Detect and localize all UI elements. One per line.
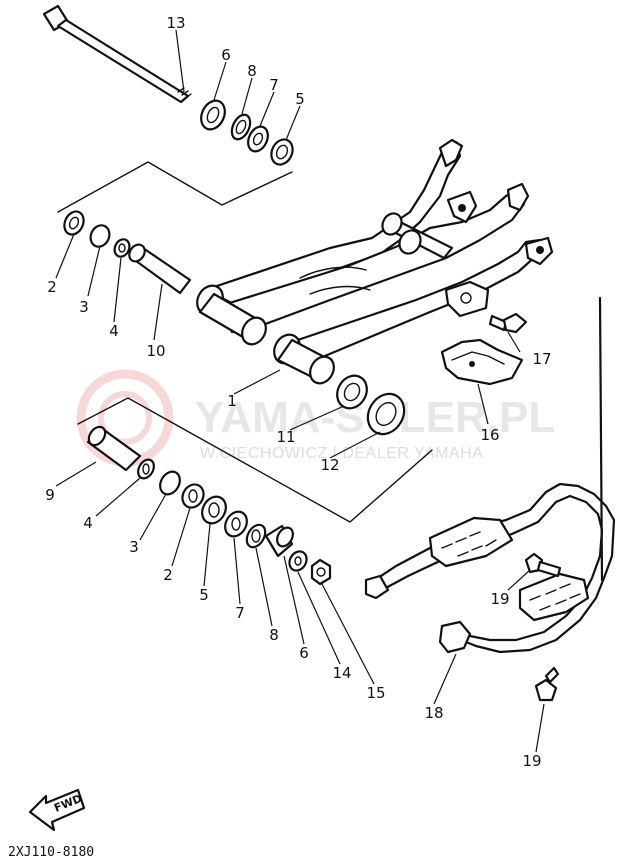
watermark-logo-inner [98,391,152,445]
callout-14: 14 [332,664,351,682]
callout-6-lower: 6 [299,644,309,662]
callout-5-upper: 5 [295,90,305,108]
callout-3-upper: 3 [79,298,89,316]
washer-7-lower [224,510,248,538]
diagram-code: 2XJ110-8180 [8,845,94,860]
upper-bushing-group [200,99,294,166]
callout-17: 17 [532,350,551,368]
bolt-19-lower [534,666,560,702]
bushing-3-lower [159,470,181,496]
footrest-guard [364,296,616,654]
callout-18: 18 [424,704,443,722]
bushing-6-upper [200,99,226,131]
callout-1: 1 [227,392,237,410]
callout-4-upper: 4 [109,322,119,340]
callout-8-upper: 8 [247,62,257,80]
watermark-tagline: W.CIECHOWICZ | DEALER YAMAHA [200,445,483,462]
swingarm [196,138,554,385]
washer-14 [288,550,308,572]
chain-guide-body [440,338,524,386]
assembly-guide-upper [57,161,293,213]
callout-2-lower: 2 [163,566,173,584]
guard-front-mount [364,574,390,600]
bolt-17 [488,312,528,334]
callout-16: 16 [480,426,499,444]
callout-7-lower: 7 [235,604,245,622]
left-bushing-group [63,210,192,295]
callout-15: 15 [366,684,385,702]
fwd-arrow: FWD [28,788,86,832]
step-plate-left [428,516,514,568]
callout-6-upper: 6 [221,46,231,64]
guard-rear-mount [438,620,472,654]
assembly-guide-lower [77,397,433,523]
guard-outer-tube [370,482,616,654]
callout-10: 10 [146,342,165,360]
callout-8-lower: 8 [269,626,279,644]
leader-lines [55,29,545,753]
callout-12: 12 [320,456,339,474]
ring-8-lower [245,523,267,549]
callout-19-upper: 19 [490,590,509,608]
callout-11: 11 [276,428,295,446]
bearing-2-upper [63,210,85,236]
washer-7-upper [247,125,269,153]
rear-bracket-right [506,182,530,212]
nut-15 [310,558,332,586]
chain-guide-bracket [444,280,490,318]
callout-13: 13 [166,14,185,32]
bushing-3-upper [89,224,111,248]
seal-5-upper [270,138,294,166]
washer-4-lower [137,458,155,480]
callout-2-upper: 2 [47,278,57,296]
step-plate-right [518,572,590,622]
callout-4-lower: 4 [83,514,93,532]
callout-9: 9 [45,486,55,504]
guard-inner-tube [380,494,604,642]
pivot-shaft-body [56,18,190,104]
washer-4-upper [113,238,131,258]
bolt-19-upper [524,552,562,578]
callout-5-lower: 5 [199,586,209,604]
callout-3-lower: 3 [129,538,139,556]
fwd-arrow-shape [28,788,86,832]
ring-8-upper [230,113,252,141]
rear-bracket-upper [438,138,464,168]
reference-line [598,296,604,582]
chain-guide [440,338,524,386]
seal-5-lower [201,495,227,525]
lower-bushing-group [86,425,332,586]
bushing-12 [366,392,406,436]
callout-labels: 13 6 8 7 5 2 3 4 10 1 11 12 16 17 9 4 3 … [45,14,551,770]
callout-7-upper: 7 [269,76,279,94]
callout-19-lower: 19 [522,752,541,770]
pivot-shaft [42,4,192,104]
bearing-2-lower [181,483,205,509]
